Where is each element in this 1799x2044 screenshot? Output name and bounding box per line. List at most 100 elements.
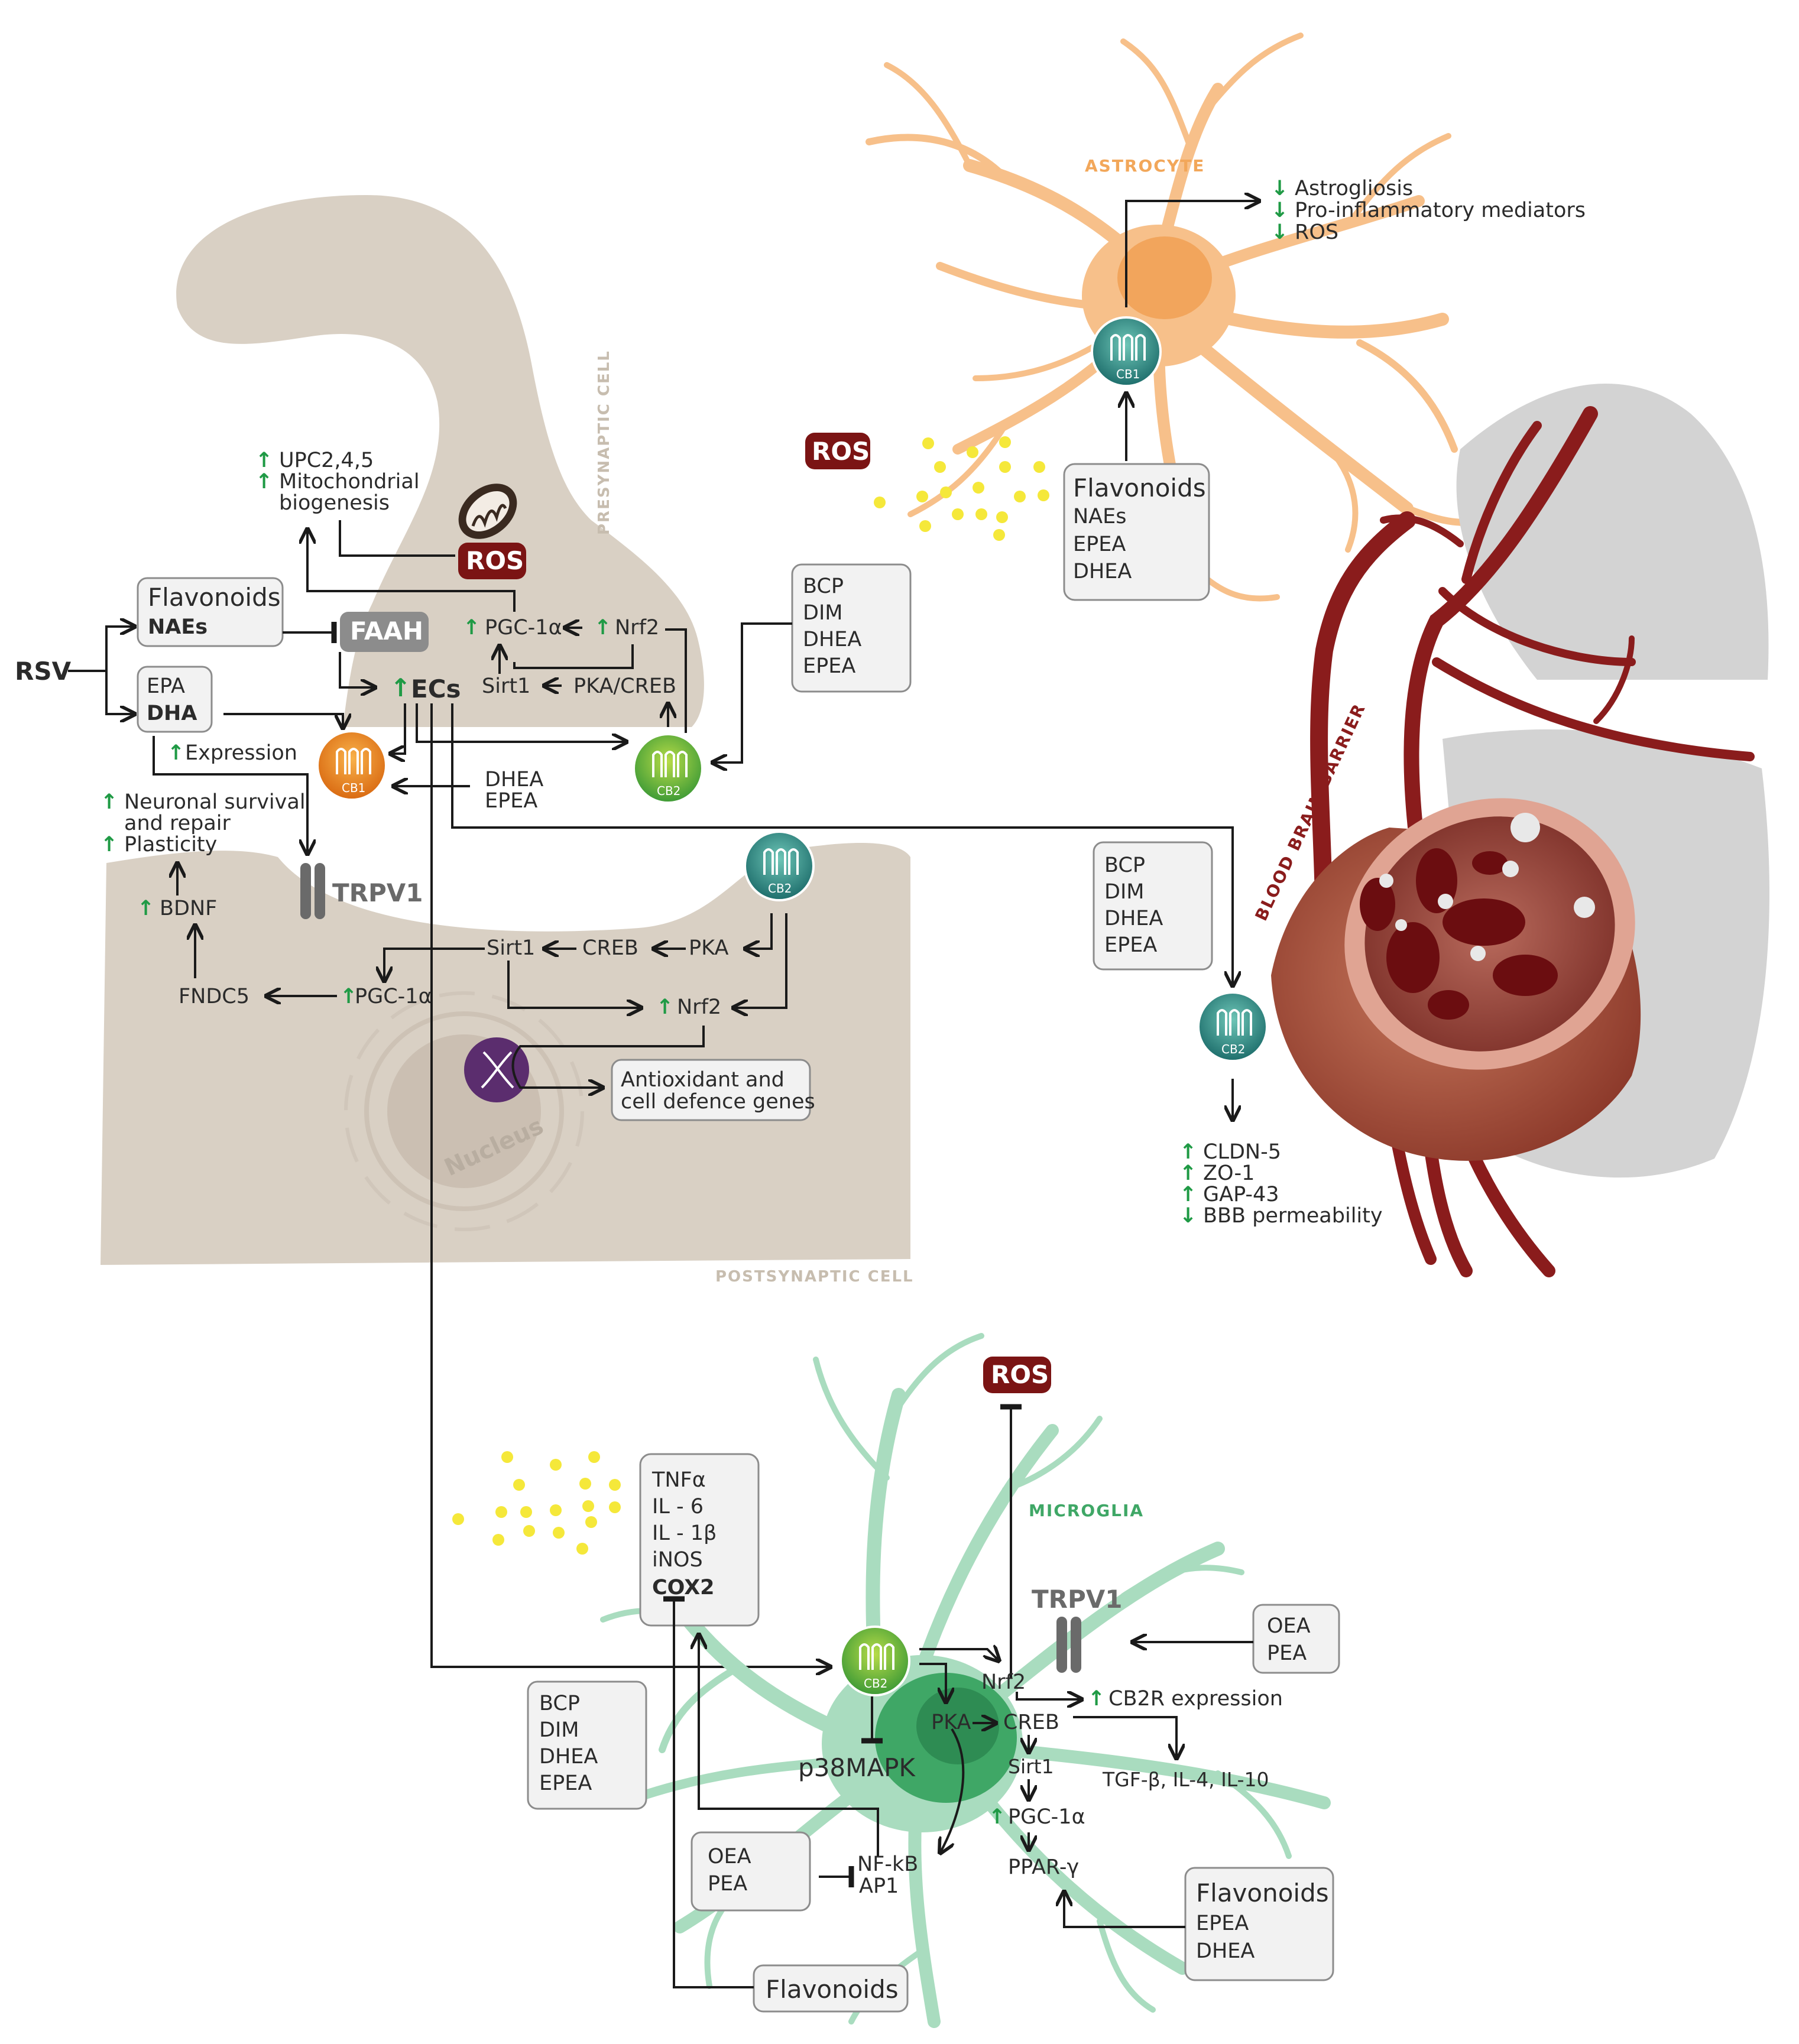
svg-text:↑: ↑ [1179, 1161, 1197, 1185]
micro-cb2r: CB2R expression [1108, 1687, 1283, 1711]
svg-text:CB2: CB2 [657, 784, 680, 798]
svg-text:EPEA: EPEA [485, 789, 537, 813]
micro-pgc: PGC-1α [1008, 1805, 1085, 1829]
dna-icon [464, 1037, 529, 1102]
svg-text:↑: ↑ [137, 897, 154, 920]
trpv1-channel-microglia: TRPV1 [1032, 1585, 1123, 1673]
svg-text:↑: ↑ [101, 790, 118, 814]
svg-text:↑: ↑ [1179, 1183, 1197, 1206]
post-bdnf: BDNF [160, 897, 217, 920]
micro-oea-box-left: OEA PEA [691, 1831, 811, 1912]
bbb-cb2-receptor: CB2 [1197, 991, 1268, 1062]
svg-text:DIM: DIM [803, 601, 842, 625]
astrocyte-ligand-box: Flavonoids NAEs EPEA DHEA [1063, 463, 1210, 601]
svg-text:DHEA: DHEA [1104, 907, 1163, 930]
svg-text:↑: ↑ [594, 616, 611, 640]
svg-text:Mitochondrial: Mitochondrial [279, 470, 420, 494]
svg-text:↓: ↓ [1179, 1204, 1197, 1228]
presynaptic-label: PRESYNAPTIC CELL [595, 350, 613, 535]
astrocyte-effect-2: Pro-inflammatory mediators [1295, 199, 1586, 222]
micro-ap1: AP1 [859, 1874, 899, 1898]
svg-text:↑: ↑ [988, 1805, 1006, 1829]
svg-text:CB2: CB2 [768, 881, 792, 896]
astrocyte-effect-1: Astrogliosis [1295, 177, 1413, 200]
svg-text:EPA: EPA [147, 674, 185, 698]
astrocyte-effect-3: ROS [1295, 220, 1338, 244]
micro-ppar: PPAR-γ [1008, 1855, 1079, 1879]
svg-text:TRPV1: TRPV1 [1032, 1585, 1123, 1614]
svg-text:NAEs: NAEs [1073, 505, 1126, 528]
svg-text:DHEA: DHEA [1196, 1939, 1255, 1963]
svg-text:COX2: COX2 [652, 1576, 715, 1599]
svg-text:PEA: PEA [1267, 1641, 1307, 1665]
svg-text:EPEA: EPEA [1104, 933, 1157, 957]
svg-text:EPEA: EPEA [1073, 533, 1126, 556]
svg-text:BCP: BCP [539, 1692, 580, 1715]
svg-text:Antioxidant and: Antioxidant and [621, 1068, 785, 1092]
svg-text:Flavonoids: Flavonoids [1196, 1878, 1329, 1907]
astrocyte-effects: ↓ Astrogliosis ↓ Pro-inflammatory mediat… [1125, 177, 1586, 307]
post-fndc5: FNDC5 [179, 985, 249, 1008]
svg-text:CLDN-5: CLDN-5 [1203, 1140, 1281, 1164]
svg-text:EPEA: EPEA [1196, 1912, 1249, 1935]
svg-text:DIM: DIM [1104, 880, 1144, 904]
pre-sirt1: Sirt1 [482, 674, 530, 698]
svg-text:DHA: DHA [147, 702, 197, 725]
ros-particles-top [874, 436, 1049, 541]
mito-effects: ↑UPC2,4,5 ↑Mitochondrial biogenesis [255, 449, 420, 515]
svg-text:EPEA: EPEA [539, 1772, 592, 1795]
presyn-ligand-box: BCP DIM DHEA EPEA [791, 563, 912, 693]
neuronal-effects: ↑Neuronal survival and repair ↑Plasticit… [101, 790, 306, 856]
svg-text:ROS: ROS [991, 1360, 1049, 1389]
svg-text:IL - 6: IL - 6 [652, 1495, 704, 1519]
naes-box: Flavonoids NAEs [137, 577, 284, 647]
svg-text:Neuronal survival: Neuronal survival [124, 790, 306, 814]
pre-nrf2: Nrf2 [615, 616, 659, 640]
svg-text:BBB permeability: BBB permeability [1203, 1204, 1383, 1228]
trpv1-channel-neuron: TRPV1 [300, 863, 423, 919]
svg-text:↑: ↑ [101, 833, 118, 856]
svg-text:ZO-1: ZO-1 [1203, 1161, 1255, 1185]
post-creb: CREB [582, 936, 638, 960]
pre-pka-creb: PKA/CREB [573, 674, 676, 698]
svg-text:PEA: PEA [708, 1872, 747, 1896]
svg-text:UPC2,4,5: UPC2,4,5 [279, 449, 374, 472]
expression-label: Expression [185, 741, 297, 765]
bbb-ligand-box: BCP DIM DHEA EPEA [1093, 841, 1213, 971]
svg-text:CB2: CB2 [864, 1676, 887, 1691]
svg-text:↑: ↑ [255, 470, 273, 494]
micro-cb2-receptor: CB2 [839, 1626, 910, 1696]
pre-cb1-receptor: CB1 [316, 730, 387, 801]
micro-tgf: TGF-β, IL-4, IL-10 [1102, 1768, 1269, 1791]
micro-oea-box-right: OEA PEA [1252, 1604, 1340, 1674]
pre-cb2-receptor: CB2 [633, 733, 704, 804]
svg-text:GAP-43: GAP-43 [1203, 1183, 1279, 1206]
ros-badge-microglia: ROS [983, 1357, 1051, 1393]
micro-nfkb: NF-kB [857, 1852, 918, 1876]
svg-text:cell defence genes: cell defence genes [621, 1090, 815, 1114]
svg-text:DIM: DIM [539, 1718, 579, 1742]
ros-particles-bottom [452, 1451, 621, 1555]
svg-text:EPEA: EPEA [803, 654, 855, 678]
micro-sirt1: Sirt1 [1008, 1755, 1054, 1778]
post-cb2-receptor: CB2 [744, 830, 815, 901]
svg-text:DHEA: DHEA [803, 628, 861, 651]
svg-text:↑: ↑ [463, 616, 480, 640]
svg-text:↓: ↓ [1271, 177, 1288, 200]
micro-flav-box-bottom: Flavonoids [753, 1964, 909, 2013]
pre-pgc: PGC-1α [485, 616, 562, 640]
vessel-cross-section [1271, 798, 1641, 1161]
micro-flav-box-right: Flavonoids EPEA DHEA [1184, 1867, 1334, 1981]
antioxidant-box: Antioxidant and cell defence genes [611, 1059, 815, 1121]
ecs-label: ECs [411, 674, 461, 703]
svg-text:DHEA: DHEA [485, 768, 543, 791]
svg-text:OEA: OEA [708, 1845, 751, 1868]
svg-text:NAEs: NAEs [148, 615, 208, 639]
svg-text:Plasticity: Plasticity [124, 833, 217, 856]
microglia-cell [600, 1333, 1331, 2028]
dhea-epea-label: DHEA EPEA [485, 768, 543, 813]
bbb-effects: ↑CLDN-5 ↑ZO-1 ↑GAP-43 ↓BBB permeability [1179, 1140, 1383, 1228]
svg-text:↑: ↑ [167, 741, 184, 765]
micro-ligand-box-left: BCP DIM DHEA EPEA [527, 1680, 647, 1810]
